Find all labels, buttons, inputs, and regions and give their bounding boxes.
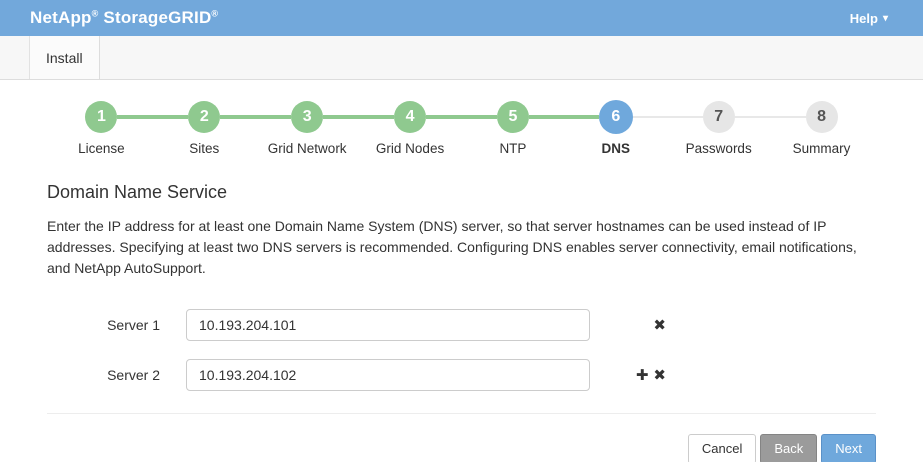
step-label: Passwords xyxy=(685,141,752,156)
step-connector-right xyxy=(528,115,565,119)
step-number-badge: 2 xyxy=(188,101,221,133)
wizard-step-ntp[interactable]: 5 NTP xyxy=(461,100,565,156)
step-connector-right xyxy=(220,115,256,119)
page-title: Domain Name Service xyxy=(47,182,228,202)
step-connector-left xyxy=(461,115,497,119)
step-label: Grid Network xyxy=(267,141,347,156)
add-server-icon[interactable]: ✚ xyxy=(635,365,649,384)
step-number-badge: 6 xyxy=(598,100,633,134)
step-connector-left xyxy=(255,115,292,119)
wizard-step-sites[interactable]: 2 Sites xyxy=(152,100,256,156)
step-number-badge: 3 xyxy=(291,101,324,133)
step-connector-left xyxy=(770,116,806,118)
brand-name: NetApp xyxy=(30,8,92,27)
server-1-input[interactable] xyxy=(186,309,590,341)
server-2-label: Server 2 xyxy=(107,367,160,383)
step-connector-left xyxy=(564,115,599,119)
help-menu[interactable]: Help ▾ xyxy=(850,11,888,26)
step-number-badge: 8 xyxy=(805,101,838,133)
step-connector-left xyxy=(152,115,189,119)
server-1-label: Server 1 xyxy=(107,317,160,333)
remove-server-icon[interactable]: ✖ xyxy=(653,315,666,334)
help-label: Help xyxy=(849,10,878,26)
step-connector-left xyxy=(667,116,703,118)
server-row-2: Server 2 ✚ ✖ xyxy=(47,359,876,391)
step-label: Summary xyxy=(792,141,851,156)
step-connector-left xyxy=(358,115,395,119)
step-label: DNS xyxy=(601,141,631,156)
step-connector-right xyxy=(117,115,153,119)
step-connector-right xyxy=(632,116,668,118)
step-number-badge: 5 xyxy=(496,101,529,133)
chevron-down-icon: ▾ xyxy=(882,12,888,24)
registered-mark: ® xyxy=(91,8,99,19)
step-number-badge: 4 xyxy=(394,101,427,133)
step-label: NTP xyxy=(499,141,527,156)
step-connector-right xyxy=(426,115,462,119)
server-2-input[interactable] xyxy=(186,359,590,391)
step-number-badge: 7 xyxy=(702,101,735,133)
wizard-step-grid-network[interactable]: 3 Grid Network xyxy=(255,100,359,156)
wizard-stepper: 1 License 2 Sites 3 Grid Network 4 Grid … xyxy=(0,80,923,156)
cancel-button[interactable]: Cancel xyxy=(687,434,757,462)
wizard-step-passwords[interactable]: 7 Passwords xyxy=(667,100,771,156)
footer-divider xyxy=(47,413,876,414)
step-label: Grid Nodes xyxy=(375,141,445,156)
next-button[interactable]: Next xyxy=(821,434,876,462)
page-description: Enter the IP address for at least one Do… xyxy=(47,218,857,276)
footer-actions: Cancel Back Next xyxy=(0,414,923,462)
wizard-step-summary[interactable]: 8 Summary xyxy=(770,100,873,156)
wizard-step-dns[interactable]: 6 DNS xyxy=(564,100,668,156)
server-row-1: Server 1 ✖ xyxy=(47,309,876,341)
step-label: Sites xyxy=(189,141,220,156)
step-connector-right xyxy=(734,116,771,118)
back-button[interactable]: Back xyxy=(760,434,818,462)
tab-gutter xyxy=(0,36,30,79)
main-content: Domain Name Service Enter the IP address… xyxy=(0,156,923,391)
tab-bar: Install xyxy=(0,36,923,80)
step-label: License xyxy=(78,141,125,156)
product-name: StorageGRID xyxy=(103,8,212,27)
step-connector-right xyxy=(323,115,359,119)
dns-form: Server 1 ✖ Server 2 ✚ ✖ xyxy=(47,309,876,391)
wizard-step-grid-nodes[interactable]: 4 Grid Nodes xyxy=(358,100,462,156)
brand-logo: NetApp® StorageGRID® xyxy=(30,8,218,28)
tab-install[interactable]: Install xyxy=(30,36,100,79)
wizard-step-license[interactable]: 1 License xyxy=(50,100,153,156)
remove-server-icon[interactable]: ✖ xyxy=(653,365,666,384)
registered-mark: ® xyxy=(211,8,219,19)
app-header: NetApp® StorageGRID® Help ▾ xyxy=(0,0,923,36)
step-number-badge: 1 xyxy=(85,101,118,133)
